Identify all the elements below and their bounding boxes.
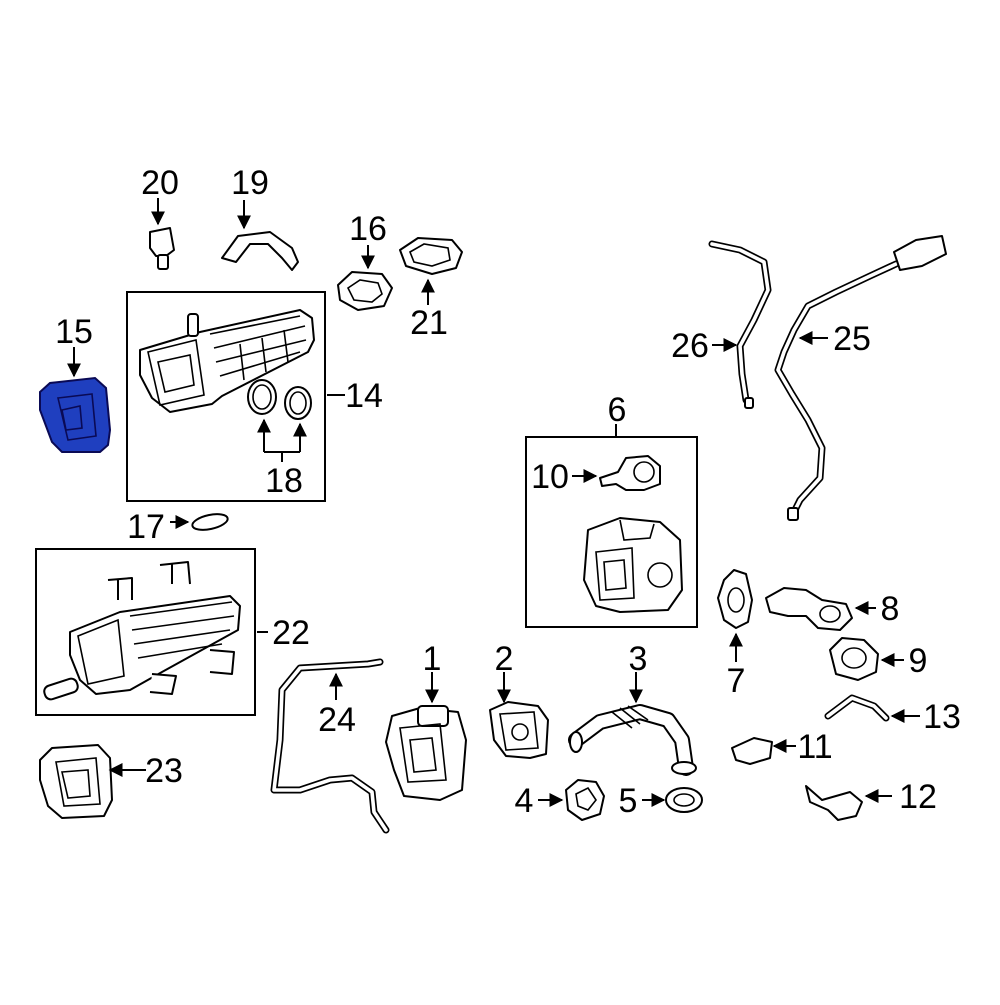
- part-6-valve-assembly[interactable]: [583, 517, 683, 613]
- callout-4: 4: [515, 782, 534, 820]
- callout-25: 25: [833, 320, 871, 358]
- part-19-bracket[interactable]: [221, 231, 299, 271]
- part-21-gasket[interactable]: [399, 237, 463, 275]
- part-15-gasket-highlighted[interactable]: [39, 376, 112, 453]
- part-23-gasket[interactable]: [39, 744, 113, 819]
- callout-12: 12: [899, 778, 937, 816]
- group-box-6: [525, 436, 698, 628]
- part-16-gasket[interactable]: [337, 271, 393, 311]
- part-17-o-ring[interactable]: [191, 511, 229, 532]
- callout-1: 1: [423, 640, 442, 678]
- part-13-hose[interactable]: [824, 694, 890, 722]
- callout-26: 26: [671, 327, 709, 365]
- callout-22: 22: [272, 614, 310, 652]
- group-box-14: [126, 291, 326, 502]
- callout-10: 10: [531, 458, 569, 496]
- part-3-egr-tube[interactable]: [568, 704, 697, 776]
- callout-21: 21: [410, 304, 448, 342]
- callout-24: 24: [318, 701, 356, 739]
- callout-18: 18: [265, 462, 303, 500]
- part-o-rings[interactable]: [247, 379, 312, 420]
- part-7-gasket[interactable]: [717, 569, 753, 629]
- group-box-22: [35, 548, 256, 716]
- callout-6: 6: [608, 391, 627, 429]
- part-9-gasket[interactable]: [829, 637, 879, 681]
- callout-16: 16: [349, 210, 387, 248]
- part-5-gasket[interactable]: [665, 787, 703, 813]
- callout-11: 11: [797, 728, 832, 766]
- part-11-heat-shield[interactable]: [731, 737, 773, 765]
- part-4-gasket[interactable]: [565, 779, 605, 821]
- callout-9: 9: [909, 642, 928, 680]
- part-22-egr-cooler-kit[interactable]: [43, 561, 241, 701]
- part-12-bracket[interactable]: [805, 785, 863, 821]
- callout-23: 23: [145, 752, 183, 790]
- callout-5: 5: [619, 782, 638, 820]
- callout-13: 13: [923, 698, 961, 736]
- part-26-sensor-wire[interactable]: [708, 240, 772, 409]
- part-egr-cooler-assembly[interactable]: [139, 309, 315, 413]
- leader-18-join: [264, 451, 300, 462]
- part-10-actuator[interactable]: [599, 455, 661, 491]
- callout-8: 8: [881, 590, 900, 628]
- callout-3: 3: [629, 640, 648, 678]
- callout-19: 19: [231, 164, 269, 202]
- part-8-connector[interactable]: [765, 587, 853, 631]
- callout-2: 2: [495, 640, 514, 678]
- part-2-housing[interactable]: [489, 701, 549, 759]
- callout-20: 20: [141, 164, 179, 202]
- callout-17: 17: [127, 508, 165, 546]
- callout-7: 7: [727, 662, 746, 700]
- part-20-sensor[interactable]: [149, 227, 175, 270]
- part-24-tube[interactable]: [270, 658, 390, 834]
- part-1-egr-valve[interactable]: [385, 705, 467, 801]
- callout-14: 14: [345, 377, 383, 415]
- part-25-sensor-harness[interactable]: [774, 235, 947, 521]
- callout-15: 15: [55, 313, 93, 351]
